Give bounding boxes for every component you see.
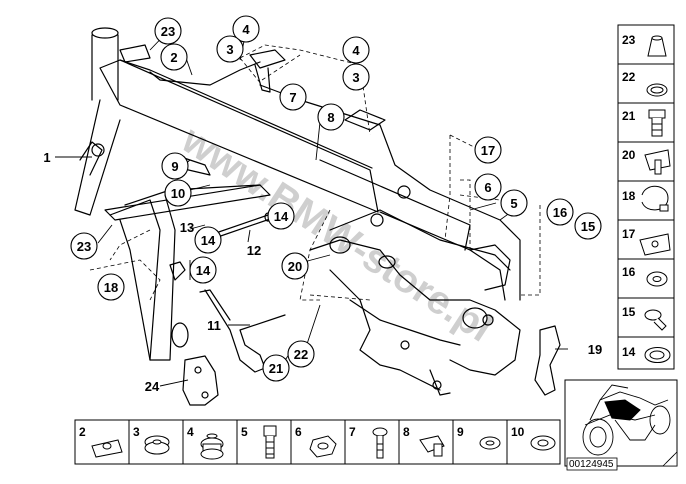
- callout-17: 17: [481, 143, 495, 158]
- callout-16: 16: [553, 205, 567, 220]
- callout-7: 7: [289, 90, 296, 105]
- screw-icon: [372, 427, 388, 437]
- side-part-23-label: 23: [622, 33, 636, 47]
- reference-number: 00124945: [569, 459, 614, 470]
- side-part-14-label: 14: [622, 345, 636, 359]
- side-part-17-label: 17: [622, 227, 636, 241]
- callout-15: 15: [581, 219, 595, 234]
- bottom-part-8-label: 8: [403, 425, 410, 439]
- side-part-20-label: 20: [622, 148, 636, 162]
- side-part-22-label: 22: [622, 70, 636, 84]
- callout-10: 10: [171, 186, 185, 201]
- side-part-18-label: 18: [622, 189, 636, 203]
- callout-labels: 23 2 4 3 4 3 7 8 9 10 17 6 5 16 15 14 14…: [43, 22, 602, 394]
- screw-head-icon: [644, 309, 662, 321]
- label-1: 1: [43, 150, 50, 165]
- screw-icon: [648, 109, 666, 119]
- callout-3: 3: [226, 42, 233, 57]
- side-part-21-label: 21: [622, 109, 636, 123]
- bottom-part-10-label: 10: [511, 425, 525, 439]
- callout-4: 4: [242, 22, 250, 37]
- callout-4: 4: [352, 43, 360, 58]
- callout-9: 9: [171, 159, 178, 174]
- callout-14: 14: [274, 209, 289, 224]
- label-19: 19: [588, 342, 602, 357]
- main-frame-drawing: [74, 27, 561, 406]
- label-13: 13: [180, 220, 194, 235]
- callout-5: 5: [510, 196, 517, 211]
- side-part-16-label: 16: [622, 265, 636, 279]
- cable-tie-icon: [641, 185, 669, 211]
- bottom-part-7-label: 7: [349, 425, 356, 439]
- callout-21: 21: [269, 361, 283, 376]
- callout-23: 23: [77, 239, 91, 254]
- label-24: 24: [145, 379, 160, 394]
- bottom-part-2-label: 2: [79, 425, 86, 439]
- callout-18: 18: [104, 280, 118, 295]
- side-parts-column: 23 22 21 20 18 17 16 15 14: [617, 24, 675, 370]
- label-11: 11: [207, 318, 221, 333]
- label-12: 12: [247, 243, 261, 258]
- bottom-part-9-label: 9: [457, 425, 464, 439]
- bottom-parts-row: 2 3 4 5 6 7 8 9 10: [74, 419, 561, 465]
- side-part-15-label: 15: [622, 305, 636, 319]
- callout-23: 23: [161, 24, 175, 39]
- callout-14: 14: [196, 263, 211, 278]
- bottom-part-3-label: 3: [133, 425, 140, 439]
- callouts: [70, 15, 602, 382]
- motorcycle-thumbnail: 00124945: [564, 379, 678, 471]
- callout-3: 3: [352, 70, 359, 85]
- callout-14: 14: [201, 233, 216, 248]
- bottom-part-6-label: 6: [295, 425, 302, 439]
- bottom-part-4-label: 4: [187, 425, 194, 439]
- bottom-part-5-label: 5: [241, 425, 248, 439]
- highlighted-frame-icon: [604, 399, 641, 421]
- callout-6: 6: [484, 180, 491, 195]
- callout-8: 8: [327, 110, 334, 125]
- callout-22: 22: [294, 347, 308, 362]
- socket-bolt-icon: [263, 425, 277, 437]
- callout-20: 20: [288, 259, 302, 274]
- callout-2: 2: [170, 50, 177, 65]
